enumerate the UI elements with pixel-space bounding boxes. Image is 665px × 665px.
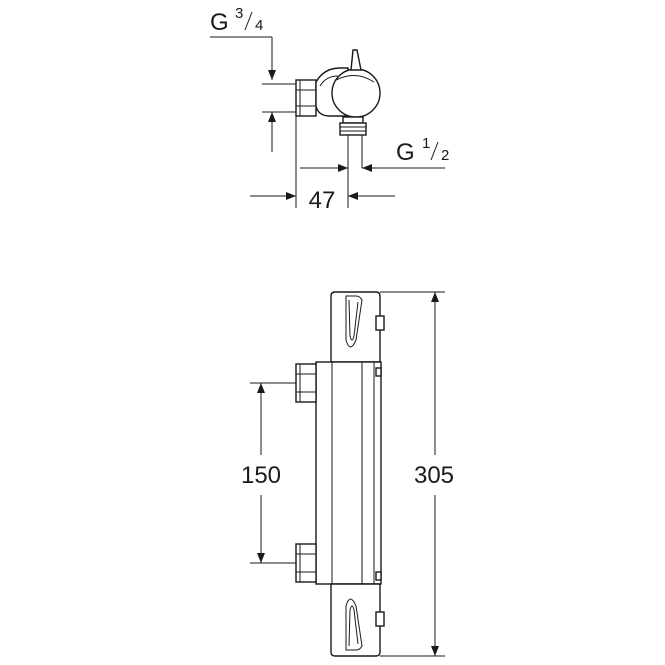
lower-inlet-nut (295, 543, 317, 583)
outlet-thread-main: G (396, 139, 415, 166)
total-height-dimension: 305 (380, 291, 454, 657)
offset-dimension: 47 (250, 116, 395, 214)
inlet-thread-denominator: 4 (255, 17, 263, 34)
valve-body-circle (331, 68, 381, 118)
inlet-thread-leader (210, 36, 276, 80)
outlet-thread-label: G 1 2 (396, 135, 449, 166)
outlet-thread-leader (300, 164, 445, 172)
upper-inlet-nut (295, 363, 317, 403)
temperature-handle (330, 291, 385, 363)
front-view: 150 305 (241, 291, 454, 657)
offset-dimension-value: 47 (309, 187, 336, 214)
outlet-thread-denominator: 2 (441, 147, 449, 164)
inlet-spacing-dimension: 150 (241, 382, 296, 564)
control-handle-stem (350, 49, 362, 71)
inlet-hex-nut-side (295, 79, 317, 117)
outlet-thread-numerator: 1 (422, 135, 430, 152)
inlet-thread-numerator: 3 (235, 5, 243, 22)
side-view: G 3 4 (210, 5, 449, 214)
flow-handle (330, 583, 385, 657)
total-height-value: 305 (414, 462, 454, 489)
inlet-spacing-value: 150 (241, 462, 281, 489)
thermostat-body (315, 361, 382, 585)
inlet-thread-label: G 3 4 (210, 5, 263, 36)
inlet-thread-main: G (210, 9, 229, 36)
